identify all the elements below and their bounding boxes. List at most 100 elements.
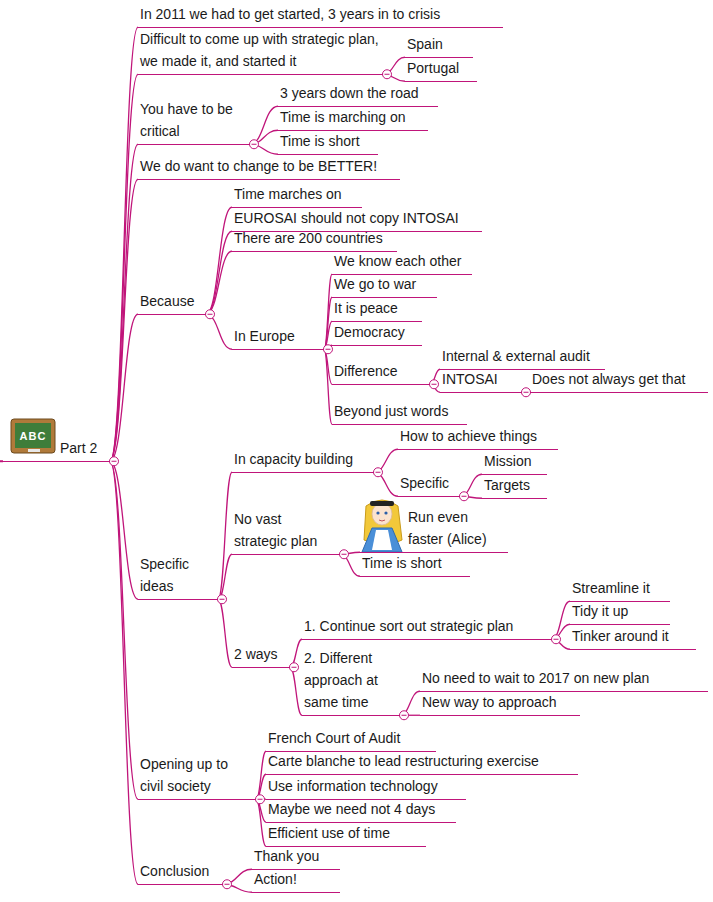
topic-branch: Time is marching on (278, 106, 428, 131)
topic-text: How to achieve things (400, 425, 556, 447)
topic-branch: We do want to change to be BETTER! (138, 155, 400, 180)
topic-branch: How to achieve things (398, 425, 558, 450)
topic-text: It is peace (334, 297, 420, 319)
topic-branch: EUROSAI should not copy INTOSAI (232, 207, 482, 232)
topic-branch: Specific (398, 472, 460, 497)
topic-branch: Thank you (252, 845, 340, 870)
topic-text: Time is marching on (280, 106, 426, 128)
collapse-marker (206, 310, 215, 319)
topic-branch: Maybe we need not 4 days (266, 798, 456, 823)
branch-connector (110, 179, 138, 461)
collapse-marker (290, 663, 299, 672)
topic-branch: We go to war (332, 273, 437, 298)
collapse-minus (432, 384, 437, 385)
topic-branch: Streamline it (570, 577, 670, 602)
topic-branch: Democracy (332, 321, 422, 346)
branch-connector (110, 74, 138, 461)
topic-text: Difference (334, 360, 428, 382)
branch-connector (110, 144, 138, 461)
topic-text: Use information technology (268, 775, 464, 797)
topic-branch: Because (138, 290, 206, 315)
topic-branch: 3 years down the road (278, 82, 438, 107)
topic-branch: 2 ways (232, 643, 290, 668)
topic-text: INTOSAI (442, 368, 520, 390)
topic-text: Run even faster (Alice) (408, 506, 506, 550)
topic-text: Streamline it (572, 577, 668, 599)
topic-text: No need to wait to 2017 on new plan (422, 667, 706, 689)
branch-connector (110, 314, 138, 461)
topic-text: Conclusion (140, 860, 221, 882)
branch-connector (218, 472, 232, 599)
topic-text: Specific (400, 472, 458, 494)
branch-connector (110, 461, 138, 884)
topic-text: Beyond just words (334, 400, 465, 422)
topic-branch: Internal & external audit (440, 345, 605, 370)
chalkboard-icon (11, 419, 55, 453)
topic-text: Part 2 (60, 437, 108, 459)
collapse-minus (554, 639, 559, 640)
topic-branch: Efficient use of time (266, 822, 426, 847)
collapse-marker (110, 457, 119, 466)
branch-connector (256, 799, 266, 846)
collapse-marker (256, 795, 265, 804)
topic-text: Time marches on (234, 183, 360, 205)
branch-connector (250, 106, 278, 144)
collapse-minus (292, 667, 297, 668)
topic-text: We do want to change to be BETTER! (140, 155, 398, 177)
topic-branch: Tidy it up (570, 600, 670, 625)
collapse-minus (402, 715, 407, 716)
topic-text: Carte blanche to lead restructuring exer… (268, 750, 576, 772)
topic-branch: Time is short (360, 552, 470, 577)
branch-connector (110, 461, 138, 799)
topic-branch: Opening up to civil society (138, 753, 256, 800)
topic-text: Because (140, 290, 204, 312)
branch-connector (400, 715, 420, 716)
branch-connector (290, 667, 302, 715)
collapse-minus (524, 392, 529, 393)
topic-branch: French Court of Audit (266, 727, 436, 752)
topic-text: Targets (484, 474, 545, 496)
branch-connector (552, 601, 570, 639)
topic-text: Opening up to civil society (140, 753, 254, 797)
topic-branch: Targets (482, 474, 547, 499)
collapse-minus (376, 472, 381, 473)
topic-text: 1. Continue sort out strategic plan (304, 615, 550, 637)
collapse-minus (225, 884, 230, 885)
topic-text: 2 ways (234, 643, 288, 665)
collapse-marker (374, 468, 383, 477)
branch-connector (218, 554, 232, 599)
topic-branch: Action! (252, 868, 340, 893)
topic-branch: Spain (405, 33, 473, 58)
topic-text: 3 years down the road (280, 82, 436, 104)
topic-text: Does not always get that (532, 368, 706, 390)
icon-letters: ABC (20, 430, 47, 442)
topic-text: Efficient use of time (268, 822, 424, 844)
collapse-minus (385, 74, 390, 75)
topic-branch: INTOSAI (440, 368, 522, 393)
topic-text: Specific ideas (140, 553, 216, 597)
topic-branch: Mission (482, 450, 547, 475)
topic-text: In 2011 we had to get started, 3 years i… (140, 3, 501, 25)
topic-text: We go to war (334, 273, 435, 295)
collapse-minus (112, 461, 117, 462)
topic-branch: New way to approach (420, 691, 580, 716)
branch-connector (206, 314, 232, 349)
collapse-minus (462, 496, 467, 497)
collapse-marker (552, 635, 561, 644)
topic-branch: Carte blanche to lead restructuring exer… (266, 750, 578, 775)
topic-branch: 1. Continue sort out strategic plan (302, 615, 552, 640)
collapse-marker (324, 345, 333, 354)
topic-text: In Europe (234, 325, 322, 347)
topic-text: Difficult to come up with strategic plan… (140, 28, 381, 72)
topic-text: You have to be critical (140, 98, 248, 142)
topic-text: No vast strategic plan (234, 508, 338, 552)
collapse-marker (383, 70, 392, 79)
topic-text: Portugal (407, 57, 475, 79)
topic-branch: It is peace (332, 297, 422, 322)
collapse-minus (252, 144, 257, 145)
topic-text: New way to approach (422, 691, 578, 713)
topic-text: Time is short (362, 552, 468, 574)
collapse-minus (208, 314, 213, 315)
topic-branch: Run even faster (Alice) (360, 506, 508, 553)
collapse-marker (250, 140, 259, 149)
